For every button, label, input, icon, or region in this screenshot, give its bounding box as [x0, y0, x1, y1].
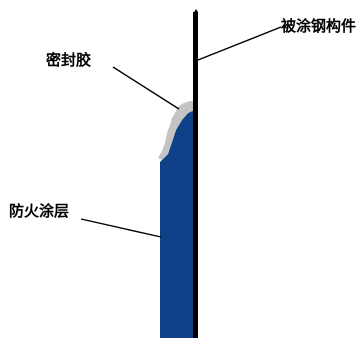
fireproof-coating-leader-line [80, 218, 162, 238]
sealant-cap [158, 101, 195, 160]
sealant-leader-line [112, 66, 180, 110]
fireproof-coating-layer [160, 110, 194, 338]
steel-member-top-tip [193, 9, 198, 16]
fireproof-coating-label: 防火涂层 [9, 202, 70, 220]
steel-member-leader-line [197, 26, 282, 61]
sealant-label: 密封胶 [46, 51, 92, 69]
steel-member [193, 12, 198, 338]
steel-member-label: 被涂钢构件 [281, 17, 357, 35]
